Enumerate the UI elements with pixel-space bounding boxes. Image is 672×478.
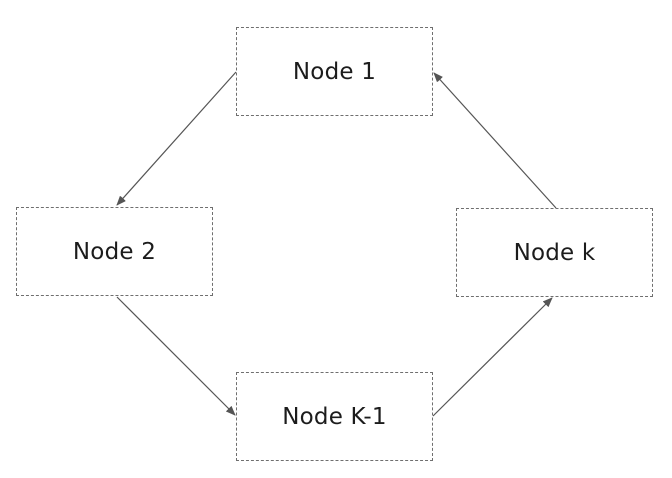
node-1-box: Node 1 (236, 27, 433, 116)
node-1-label: Node 1 (292, 58, 377, 85)
edge-node2-to-nodek1 (116, 296, 236, 416)
node-k-minus-1-box: Node K-1 (236, 372, 433, 461)
node-2-label: Node 2 (72, 238, 157, 265)
edge-nodek-to-node1 (433, 72, 557, 209)
node-k-box: Node k (456, 208, 653, 297)
node-k-minus-1-label: Node K-1 (282, 403, 387, 430)
node-2-box: Node 2 (16, 207, 213, 296)
edge-nodek1-to-nodek (432, 297, 553, 417)
node-k-label: Node k (513, 239, 596, 266)
edge-node1-to-node2 (116, 71, 237, 206)
